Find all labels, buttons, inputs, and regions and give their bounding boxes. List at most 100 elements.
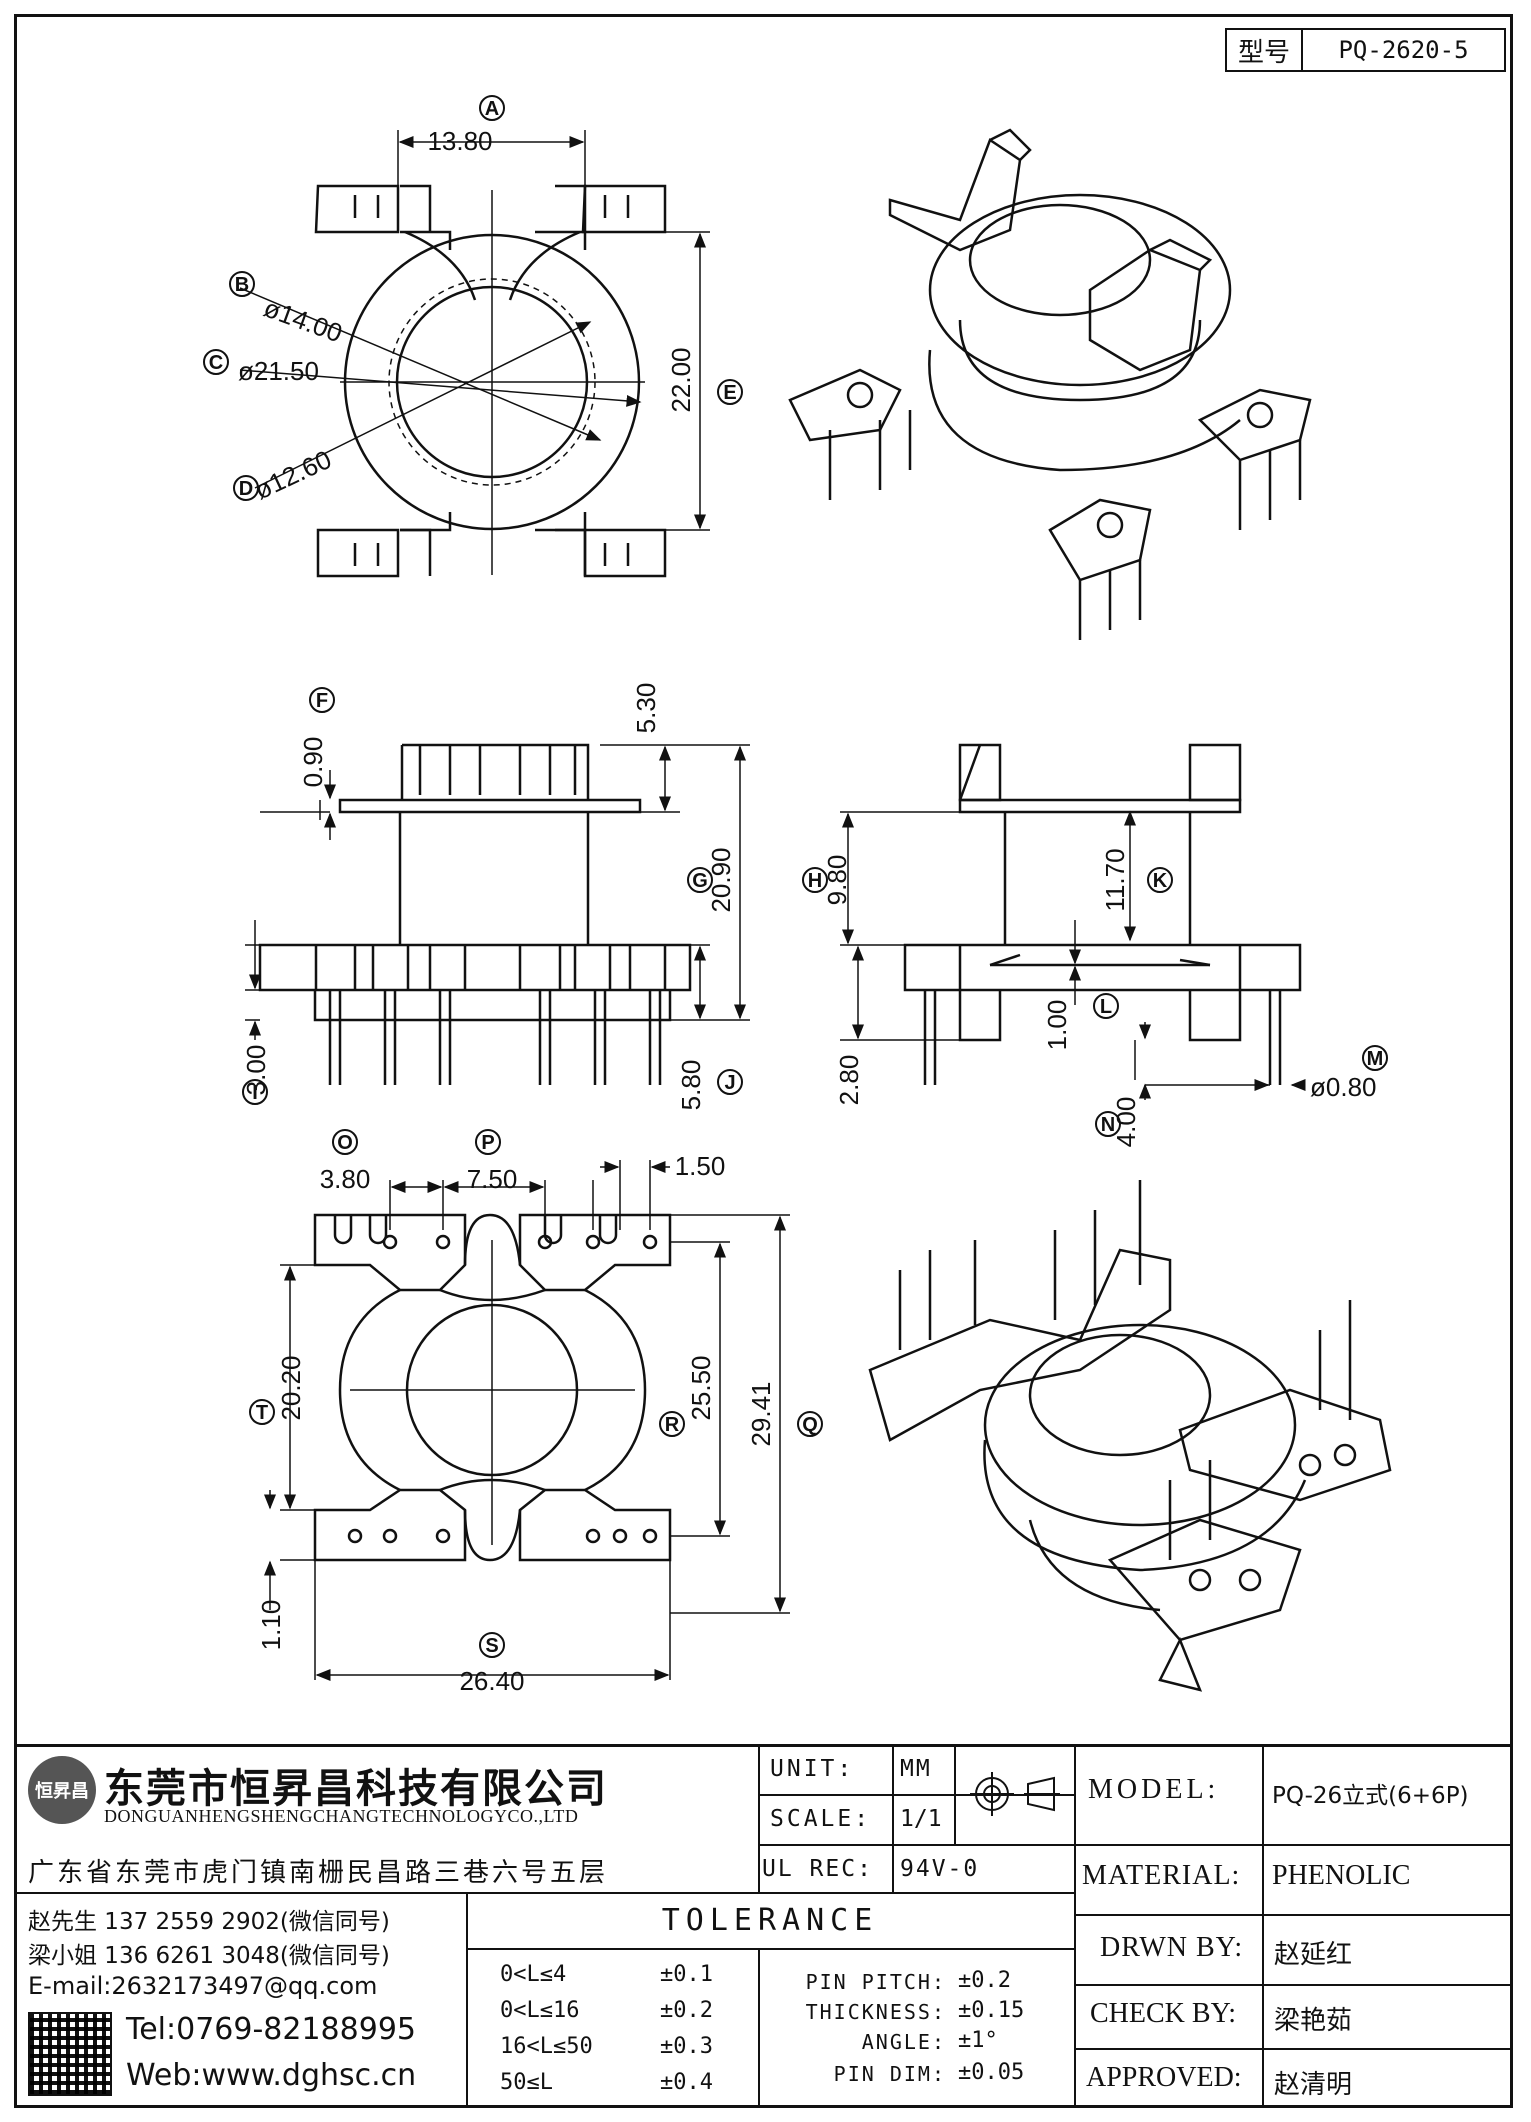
spec-pin-pitch-label: PIN PITCH: [805, 1970, 946, 1994]
svg-text:J: J [724, 1072, 735, 1094]
dim-k-value: 11.70 [1100, 848, 1130, 911]
svg-text:O: O [337, 1132, 353, 1154]
tol-range-1: 0<L≤4 [500, 1962, 567, 1987]
right-row-line-2 [1074, 1984, 1513, 1986]
dim-e-value: 22.00 [666, 347, 696, 412]
letter-m: M [1362, 1045, 1388, 1071]
approved-value: 赵清明 [1274, 2070, 1353, 2100]
letter-n: N [1095, 1111, 1121, 1137]
drawn-value: 赵延红 [1274, 1940, 1353, 1970]
letter-q: Q [797, 1411, 823, 1437]
letter-a: A [479, 95, 505, 121]
model-value: PQ-26立式(6+6P) [1272, 1783, 1469, 1809]
svg-text:R: R [665, 1414, 680, 1436]
svg-text:H: H [808, 870, 822, 892]
dim-p-value: 7.50 [467, 1164, 518, 1194]
type-label-cell: 型号 [1225, 28, 1303, 72]
svg-text:M: M [1367, 1048, 1384, 1070]
svg-text:P: P [481, 1132, 494, 1154]
unit-value: MM [900, 1756, 932, 1782]
check-label: CHECK BY: [1090, 1998, 1237, 2029]
letter-l: L [1093, 993, 1119, 1019]
svg-text:N: N [1101, 1114, 1115, 1136]
svg-text:K: K [1153, 870, 1168, 892]
svg-text:G: G [692, 870, 708, 892]
contact-tel: Tel:0769-82188995 [126, 2012, 416, 2047]
material-value: PHENOLIC [1272, 1860, 1411, 1891]
spec-divider-model [1074, 1744, 1076, 2108]
spec-pin-pitch-value: ±0.2 [958, 1968, 1011, 1993]
contact-web: Web:www.dghsc.cn [126, 2058, 417, 2093]
letter-e: E [717, 379, 743, 405]
spec-row-line-2 [758, 1844, 1513, 1846]
dim-d-value: ø12.60 [250, 444, 336, 505]
letter-j: J [717, 1069, 743, 1095]
spec-thickness-value: ±0.15 [958, 1998, 1025, 2023]
model-label: MODEL: [1088, 1774, 1220, 1805]
dim-p2-value: 1.50 [675, 1151, 726, 1181]
svg-text:T: T [256, 1402, 268, 1424]
iso-view-top [788, 128, 1312, 640]
letter-f: F [309, 687, 335, 713]
svg-text:F: F [316, 690, 328, 712]
svg-text:D: D [239, 478, 253, 500]
tol-value-1: ±0.1 [660, 1962, 713, 1987]
company-address: 广东省东莞市虎门镇南栅民昌路三巷六号五层 [28, 1858, 609, 1888]
right-row-line-3 [1074, 2048, 1513, 2050]
company-name-en: DONGUANHENGSHENGCHANGTECHNOLOGYCO.,LTD [104, 1806, 579, 1826]
dim-r-value: 25.50 [686, 1355, 716, 1420]
tol-value-2: ±0.2 [660, 1998, 713, 2023]
letter-p: P [475, 1129, 501, 1155]
contact-email: E-mail:2632173497@qq.com [28, 1972, 378, 2000]
dim-f-value: 0.90 [298, 737, 328, 788]
svg-text:A: A [485, 98, 499, 120]
drawn-label: DRWN BY: [1100, 1932, 1244, 1963]
tol-value-4: ±0.4 [660, 2070, 713, 2095]
dim-a-value: 13.80 [427, 126, 492, 156]
dim-s-value: 26.40 [459, 1666, 524, 1696]
company-name-cn: 东莞市恒昇昌科技有限公司 [104, 1766, 608, 1812]
tolerance-split [758, 1948, 760, 2108]
dim-n2-value: 2.80 [834, 1055, 864, 1106]
letter-h: H [802, 867, 828, 893]
spec-pin-dim-label: PIN DIM: [833, 2062, 946, 2086]
svg-text:C: C [209, 352, 223, 374]
letter-s: S [479, 1632, 505, 1658]
dim-l-value: 1.00 [1042, 1000, 1072, 1051]
tolerance-title: TOLERANCE [661, 1903, 879, 1938]
company-logo-text: 恒昇昌 [35, 1781, 89, 1802]
letter-c: C [203, 349, 229, 375]
tolerance-frame [466, 1892, 1074, 1894]
svg-text:Q: Q [802, 1414, 818, 1436]
spec-row-line-1 [758, 1794, 1074, 1796]
svg-text:E: E [723, 382, 736, 404]
dim-m-value: ø0.80 [1310, 1072, 1377, 1102]
company-logo: 恒昇昌 [28, 1756, 96, 1824]
letter-d: D [233, 475, 259, 501]
scale-label: SCALE: [770, 1806, 872, 1832]
material-label: MATERIAL: [1082, 1860, 1241, 1891]
contact-line-2: 梁小姐 136 6261 3048(微信同号) [28, 1943, 390, 1969]
dim-j-value: 5.80 [676, 1060, 706, 1111]
svg-text:L: L [1100, 996, 1112, 1018]
letter-t: T [249, 1399, 275, 1425]
dim-t-value: 20.20 [276, 1355, 306, 1420]
dim-g-value: 20.90 [706, 847, 736, 912]
spec-divider-mid [892, 1744, 894, 1892]
svg-text:S: S [485, 1635, 498, 1657]
spec-divider-left [758, 1744, 760, 1892]
scale-value: 1/1 [900, 1806, 942, 1832]
contact-line-1: 赵先生 137 2559 2902(微信同号) [28, 1909, 390, 1935]
iso-view-bottom [868, 1180, 1392, 1692]
top-view [239, 130, 710, 578]
right-split [1262, 1744, 1264, 2108]
spec-angle-label: ANGLE: [861, 2030, 946, 2054]
company-divider [14, 1892, 758, 1894]
letter-r: R [659, 1411, 685, 1437]
dim-top-value: 5.30 [631, 683, 661, 734]
qr-code [28, 2012, 112, 2096]
svg-text:B: B [235, 274, 249, 296]
tol-value-3: ±0.3 [660, 2034, 713, 2059]
title-block [14, 1744, 1513, 2111]
drawing-frame [14, 14, 1513, 2108]
